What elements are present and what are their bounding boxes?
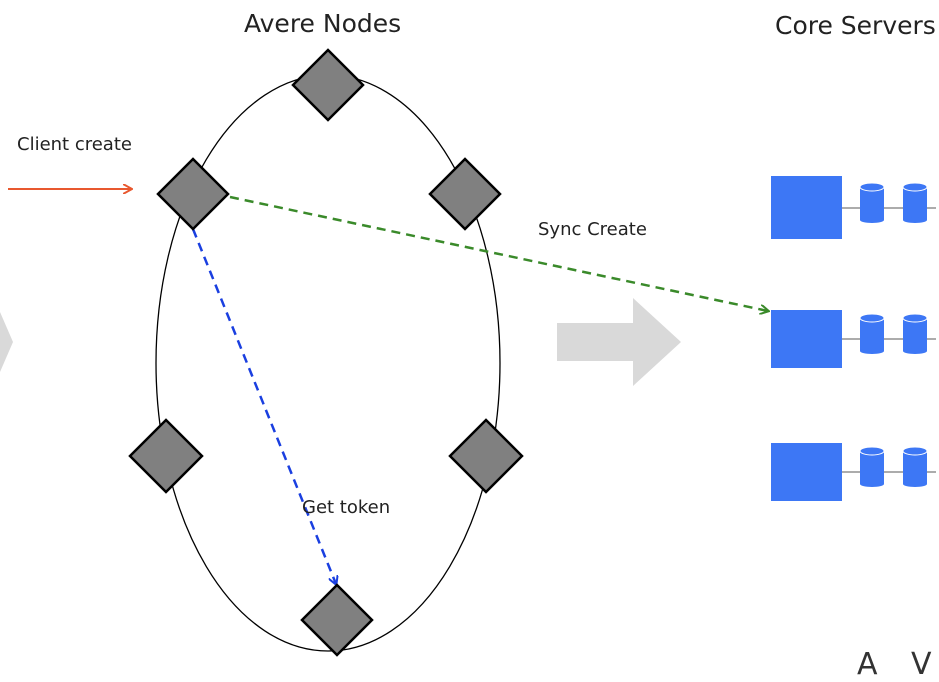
sync-create-label: Sync Create [538, 219, 647, 240]
get-token-label: Get token [302, 497, 391, 518]
disk-icon [859, 313, 885, 354]
disk-icon [859, 446, 885, 487]
flow-arrow [557, 298, 681, 386]
disk-icon [902, 182, 928, 223]
avere-node-lower-right [448, 418, 524, 494]
disk-icon [902, 446, 928, 487]
core-servers-title: Core Servers [775, 11, 936, 40]
avere-node-top [291, 48, 365, 122]
get-token-arrow [191, 228, 336, 584]
disk-icon [859, 182, 885, 223]
corner-logo-fragment: A V [857, 647, 939, 682]
avere-nodes-title: Avere Nodes [244, 9, 402, 38]
core-server-2 [771, 310, 936, 368]
avere-node-lower-left [128, 418, 204, 494]
avere-node-upper-left [156, 157, 230, 231]
avere-node-upper-right [428, 157, 502, 231]
disk-icon [902, 313, 928, 354]
avere-node-bottom [300, 583, 374, 657]
core-server-1 [771, 176, 936, 239]
left-edge-arrow-fragment [0, 312, 13, 372]
sync-create-arrow [229, 195, 768, 311]
core-server-3 [771, 443, 936, 501]
client-create-label: Client create [17, 134, 132, 155]
